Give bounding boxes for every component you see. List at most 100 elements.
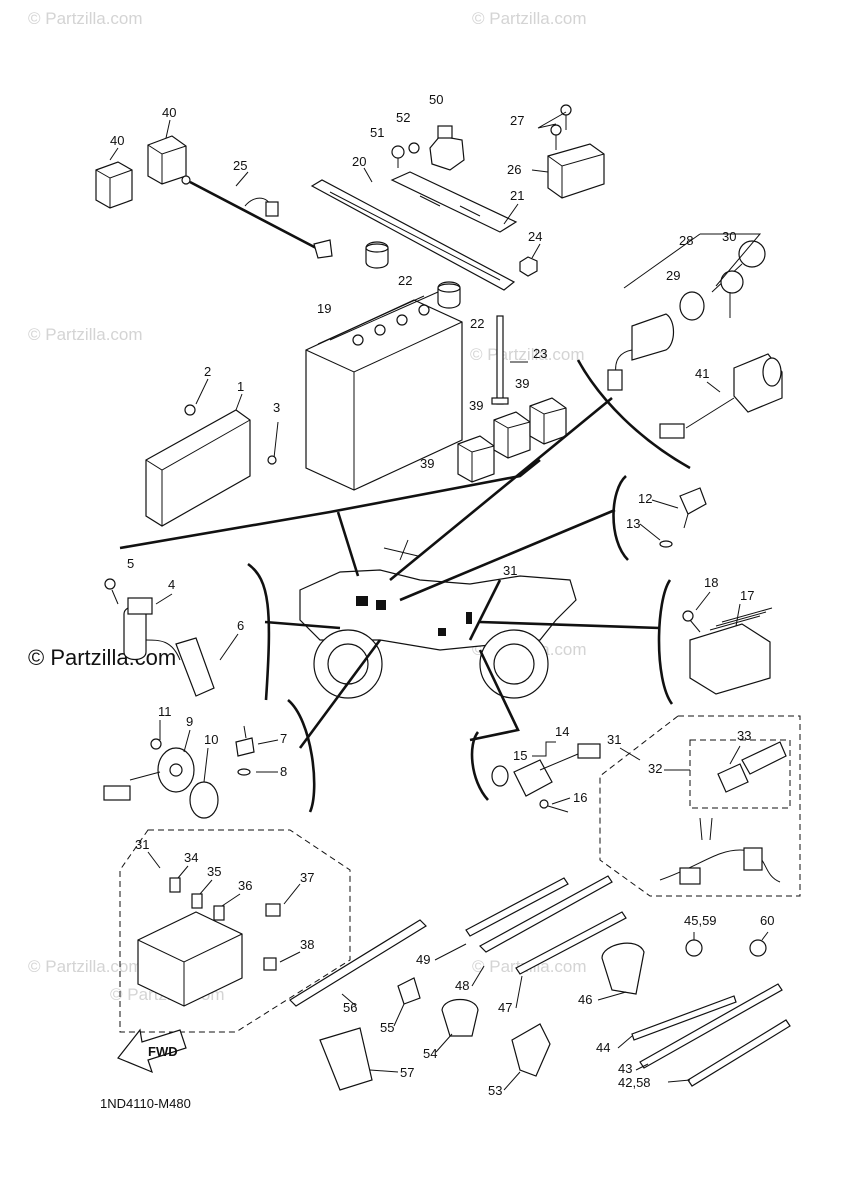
spark-plug-cap-6 <box>145 637 215 697</box>
callout: 49 <box>416 952 430 967</box>
callout: 8 <box>280 764 287 779</box>
sensor-9 <box>103 747 195 801</box>
fuse-37 <box>265 903 281 917</box>
callout: 5 <box>127 556 134 571</box>
callout: 10 <box>204 732 218 747</box>
fuses-34-35-36 <box>169 877 225 921</box>
callout: 56 <box>343 1000 357 1015</box>
fuse-box <box>137 911 243 1007</box>
callout: 14 <box>555 724 569 739</box>
clamp-55 <box>397 977 421 1005</box>
callout: 23 <box>533 346 547 361</box>
leader-rectifier <box>479 620 661 630</box>
wire-harness-31 <box>659 847 781 885</box>
dashed-box-31-left <box>119 829 351 1033</box>
callout: 43 <box>618 1061 632 1076</box>
callout: 29 <box>666 268 680 283</box>
callout: 54 <box>423 1046 437 1061</box>
section-border-top-right <box>576 359 691 470</box>
clamp-60 <box>749 939 767 957</box>
leader-relay <box>399 508 616 602</box>
callout: 11 <box>158 704 172 719</box>
leader-coil <box>264 620 341 630</box>
callout: 37 <box>300 870 314 885</box>
battery-bracket-20 <box>310 179 516 291</box>
callout: 30 <box>722 229 736 244</box>
callout: 33 <box>737 728 751 743</box>
callout: 15 <box>513 748 527 763</box>
callout: 22 <box>398 273 412 288</box>
harness-33 <box>699 741 787 841</box>
bolt-23 <box>491 315 509 405</box>
keys-30 <box>711 240 766 318</box>
nut-24 <box>519 256 538 277</box>
callout: 35 <box>207 864 221 879</box>
starter-relay-26 <box>547 143 605 199</box>
callout: 31 <box>135 837 149 852</box>
battery-band-21 <box>390 171 518 233</box>
callout: 13 <box>626 516 640 531</box>
damper-22a <box>365 241 389 269</box>
callout: 31 <box>503 563 517 578</box>
callout: 48 <box>455 978 469 993</box>
damper-22b <box>437 281 461 309</box>
callout: 60 <box>760 913 774 928</box>
sensor-14 <box>513 743 601 797</box>
bracket-sensor <box>287 699 316 813</box>
atv-illustration <box>299 539 577 699</box>
watermark: © Partzilla.com <box>28 9 143 28</box>
nut-29 <box>679 291 705 321</box>
fwd-label: FWD <box>148 1044 178 1059</box>
callout-leaders <box>109 111 769 1091</box>
callout: 55 <box>380 1020 394 1035</box>
ecu-1 <box>145 409 251 527</box>
callout: 40 <box>162 105 176 120</box>
callout: 31 <box>607 732 621 747</box>
bracket-rectifier <box>657 579 674 705</box>
callout: 21 <box>510 188 524 203</box>
relay-40-left <box>95 161 133 209</box>
callout: 6 <box>237 618 244 633</box>
clamp-53 <box>511 1023 551 1077</box>
callout: 39 <box>515 376 529 391</box>
leader-sensor <box>298 639 382 749</box>
rectifier-regulator-17 <box>689 607 773 695</box>
diagram-code: 1ND4110-M480 <box>100 1096 191 1111</box>
callout: 16 <box>573 790 587 805</box>
bolt-2 <box>184 404 196 416</box>
callout: 3 <box>273 400 280 415</box>
callout: 38 <box>300 937 314 952</box>
cable-tie-43 <box>639 983 783 1069</box>
callout: 28 <box>679 233 693 248</box>
callout: 51 <box>370 125 384 140</box>
watermark: © Partzilla.com <box>470 345 585 364</box>
callout: 36 <box>238 878 252 893</box>
cable-tie-56 <box>289 919 427 1007</box>
callout: 39 <box>420 456 434 471</box>
callout: 42,58 <box>618 1075 651 1090</box>
fwd-arrow: FWD <box>117 1028 187 1074</box>
callout: 22 <box>470 316 484 331</box>
gasket-8 <box>237 768 251 776</box>
callout: 34 <box>184 850 198 865</box>
bolt-18 <box>682 610 701 633</box>
callout: 1 <box>237 379 244 394</box>
leader-switch <box>389 396 613 582</box>
leader-31 <box>468 579 502 641</box>
callout: 24 <box>528 229 542 244</box>
callout: 41 <box>695 366 709 381</box>
bolt-51 <box>391 145 405 168</box>
buzzer-50 <box>429 125 465 171</box>
relay-40-right <box>147 135 187 185</box>
cable-tie-44 <box>631 995 737 1041</box>
leader-ecu <box>336 511 360 577</box>
fuse-38 <box>263 957 277 971</box>
callout: 50 <box>429 92 443 107</box>
o-ring-15 <box>491 765 509 787</box>
dashed-box-31-right <box>599 715 801 897</box>
thermo-switch-12 <box>679 487 707 529</box>
section-border-top <box>119 458 541 550</box>
callout: 47 <box>498 1000 512 1015</box>
